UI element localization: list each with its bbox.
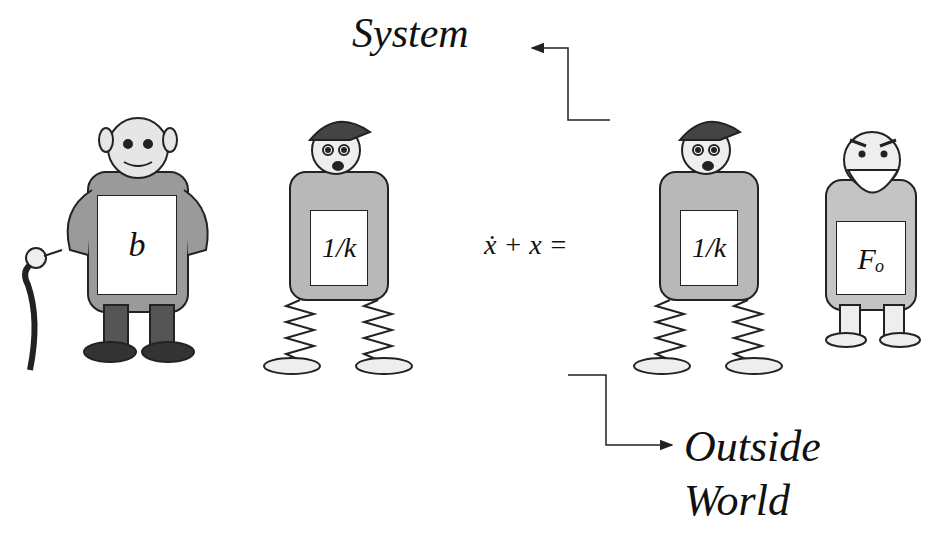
sign-symbol: Fₒ [858, 242, 885, 275]
outside-arrow [568, 375, 672, 445]
old-man-figure [826, 132, 920, 347]
sign-board: Fₒ [836, 221, 906, 295]
sign-board: 1/k [310, 210, 368, 286]
sign-symbol: b [129, 226, 146, 263]
spring-figure [634, 122, 782, 374]
region-label: Outside World [684, 420, 884, 527]
sign-symbol: 1/k [692, 233, 726, 264]
sign-symbol: 1/k [322, 233, 356, 264]
system-arrow [532, 48, 610, 120]
spring-figure [264, 122, 412, 374]
equation-text: ẋ + x = [484, 230, 568, 261]
sign-board: b [97, 195, 177, 295]
region-label: System [352, 10, 469, 56]
troll-figure [25, 118, 208, 370]
sign-board: 1/k [680, 210, 738, 286]
